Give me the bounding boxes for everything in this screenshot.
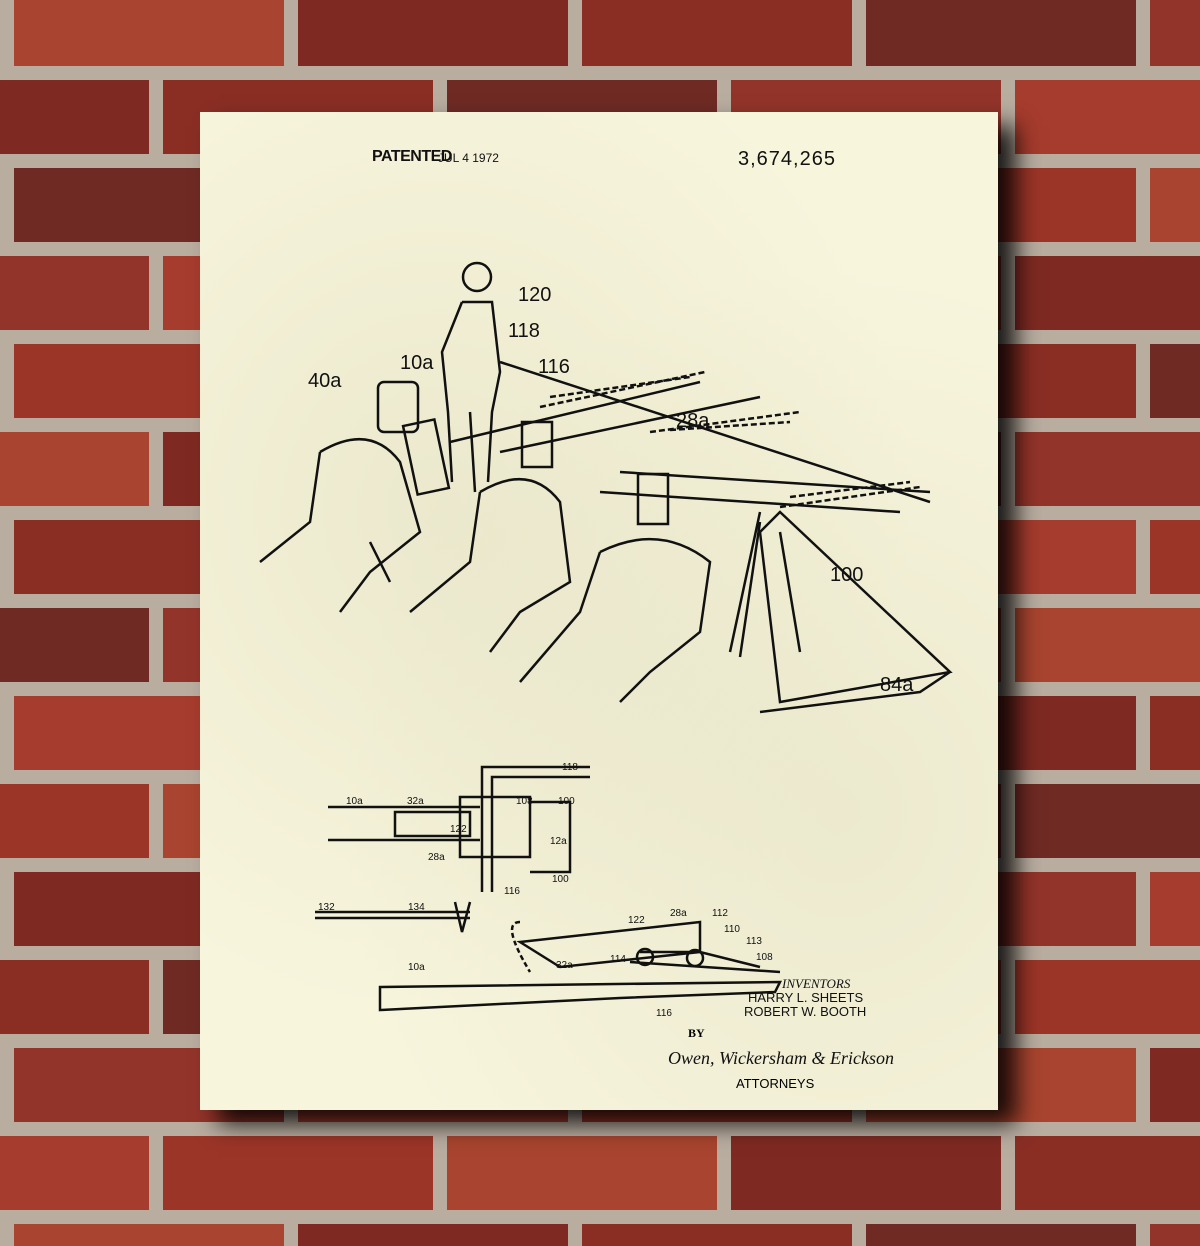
fig3-label: 110 — [724, 924, 740, 935]
fig2-label: 32a — [407, 796, 424, 807]
patent-poster: PATENTED JUL 4 1972 3,674,265 120 118 11… — [200, 112, 998, 1110]
fig1-label: 116 — [538, 356, 570, 378]
fig1-label: 84a — [880, 674, 914, 696]
patent-date: JUL 4 1972 — [438, 151, 499, 165]
patented-label: PATENTED — [372, 148, 452, 165]
brick — [298, 0, 568, 66]
brick — [1015, 432, 1200, 506]
fig2-label: 132 — [318, 902, 335, 913]
fig3-label: 114 — [610, 954, 626, 965]
brick — [1015, 1136, 1200, 1210]
brick — [298, 1224, 568, 1246]
fig3-label: 122 — [628, 915, 645, 926]
inventor-name: HARRY L. SHEETS — [748, 990, 864, 1005]
brick — [1150, 1048, 1200, 1122]
brick — [866, 0, 1136, 66]
fig2-label: 122 — [450, 824, 467, 835]
fig1-label: 100 — [830, 564, 864, 586]
fig1-label: 10a — [400, 352, 434, 374]
brick — [1150, 344, 1200, 418]
brick — [1150, 1224, 1200, 1246]
fig3-label: 116 — [656, 1008, 672, 1019]
brick — [1015, 256, 1200, 330]
fig2-label: 134 — [408, 902, 425, 913]
brick — [0, 784, 149, 858]
brick — [0, 432, 149, 506]
brick — [1150, 520, 1200, 594]
brick — [14, 1224, 284, 1246]
fig2-label: 118 — [562, 762, 578, 773]
fig3-label: 28a — [670, 908, 687, 919]
brick — [14, 0, 284, 66]
fig1-label: 118 — [508, 320, 540, 342]
brick — [731, 1136, 1001, 1210]
brick — [582, 1224, 852, 1246]
brick — [0, 80, 149, 154]
brick — [1150, 0, 1200, 66]
fig2-label: 100 — [552, 874, 569, 885]
fig1-label: 28a — [676, 410, 710, 432]
fig2-label: 12a — [550, 836, 567, 847]
brick — [0, 608, 149, 682]
patent-number: 3,674,265 — [738, 148, 836, 170]
fig2-label: 10a — [346, 796, 363, 807]
brick — [582, 0, 852, 66]
brick — [1150, 168, 1200, 242]
brick — [866, 1224, 1136, 1246]
fig1-label: 120 — [518, 284, 552, 306]
brick — [1015, 80, 1200, 154]
fig3-label: 10a — [408, 962, 425, 973]
fig2-label: 116 — [504, 886, 520, 897]
patent-drawing — [259, 261, 953, 1012]
brick — [1150, 872, 1200, 946]
fig1-label: 40a — [308, 370, 342, 392]
brick — [0, 1136, 149, 1210]
brick — [1015, 608, 1200, 682]
inventor-name: ROBERT W. BOOTH — [744, 1004, 867, 1019]
inventors-label: INVENTORS — [782, 976, 851, 991]
by-label: BY — [688, 1026, 705, 1040]
attorney-signature: Owen, Wickersham & Erickson — [668, 1048, 894, 1068]
brick — [1015, 784, 1200, 858]
brick — [1015, 960, 1200, 1034]
fig2-label: 28a — [428, 852, 445, 863]
brick — [1150, 696, 1200, 770]
brick — [0, 960, 149, 1034]
fig3-label: 32a — [556, 960, 573, 971]
brick — [0, 256, 149, 330]
fig3-label: 108 — [756, 952, 773, 963]
brick — [447, 1136, 717, 1210]
attorneys-label: ATTORNEYS — [736, 1076, 815, 1091]
brick — [163, 1136, 433, 1210]
fig3-label: 113 — [746, 936, 762, 947]
fig3-label: 112 — [712, 908, 728, 919]
fig2-label: 108 — [516, 796, 533, 807]
fig2-label: 100 — [558, 796, 575, 807]
